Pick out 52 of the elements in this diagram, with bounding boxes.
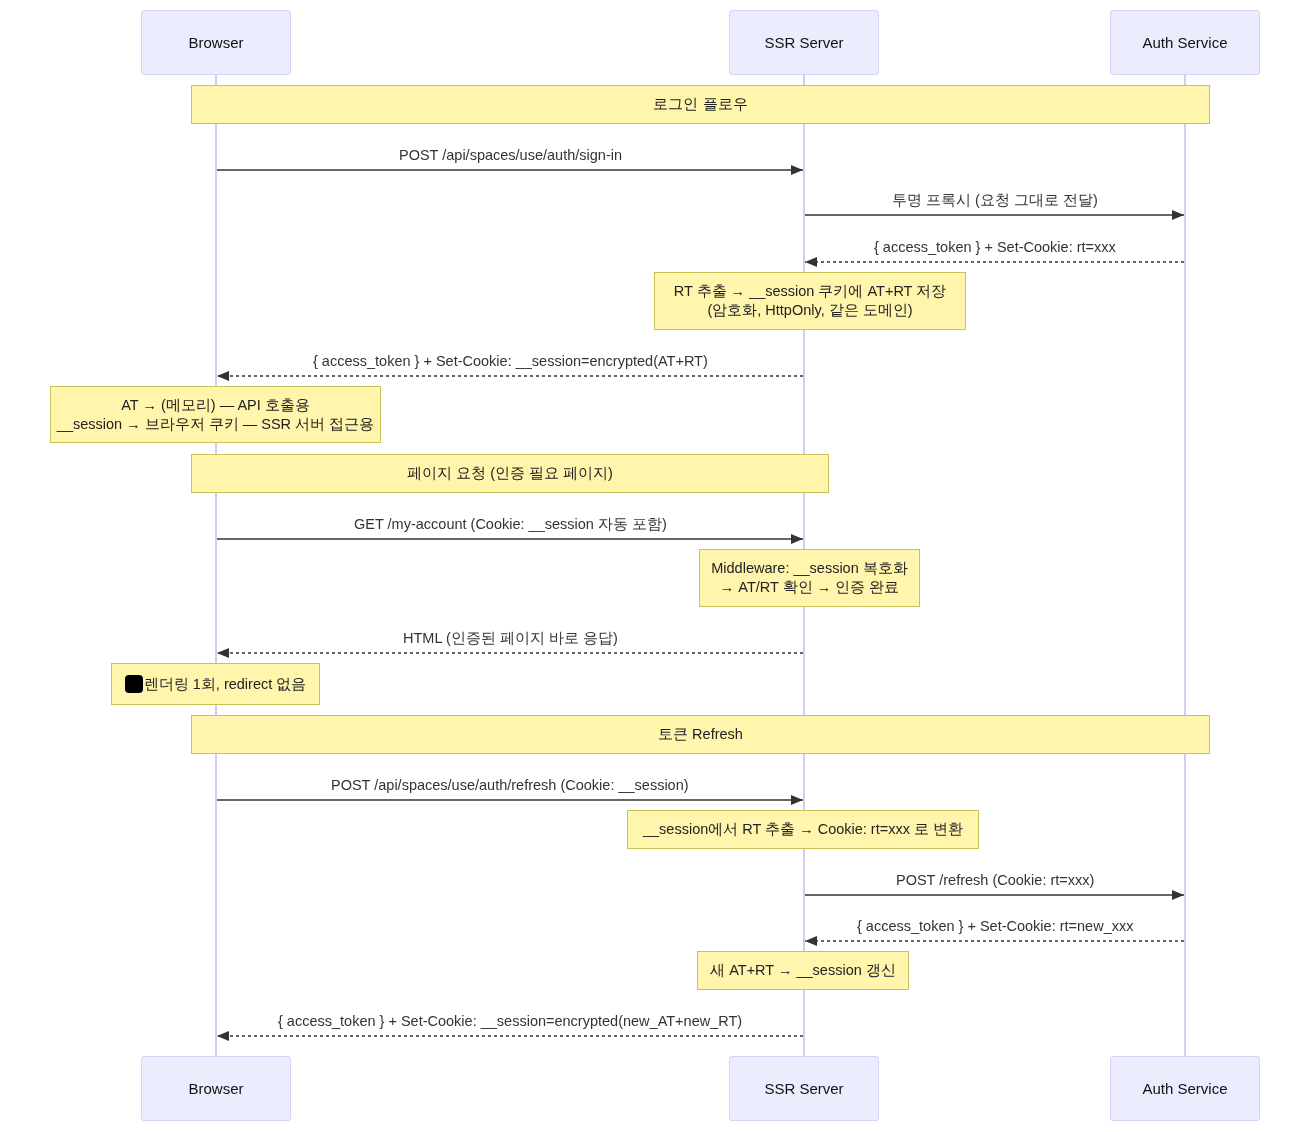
dashed-arrow xyxy=(804,936,1185,946)
note-box xyxy=(111,663,320,705)
note-box xyxy=(191,454,829,493)
dashed-arrow xyxy=(216,648,804,658)
note-text: 새 AT+RT → __session 갱신 xyxy=(710,961,896,980)
note-box xyxy=(654,272,966,330)
message-label: POST /api/spaces/use/auth/refresh (Cookie: __session) xyxy=(329,776,691,794)
note-text: 렌더링 1회, redirect 없음 xyxy=(143,674,307,694)
participant-box xyxy=(1110,1056,1260,1121)
note-box xyxy=(697,951,909,990)
note-text: 로그인 플로우 xyxy=(653,95,748,114)
participant-label: SSR Server xyxy=(764,34,844,51)
note-box xyxy=(627,810,979,849)
participant-label: Auth Service xyxy=(1142,1080,1228,1097)
note-text: Middleware: __session 복호화 → AT/RT 확인 → 인증 완료 xyxy=(710,559,909,597)
note-text: 페이지 요청 (인증 필요 페이지) xyxy=(407,464,613,483)
message-label: POST /refresh (Cookie: rt=xxx) xyxy=(894,871,1097,889)
participant-label: Browser xyxy=(188,34,244,51)
note-box xyxy=(191,715,1210,754)
note-text: AT → (메모리) — API 호출용 xyxy=(121,395,310,415)
message-label: { access_token } + Set-Cookie: rt=new_xxx xyxy=(855,917,1136,935)
participant-box xyxy=(141,1056,291,1121)
dashed-arrow xyxy=(216,1031,804,1041)
participant-label: SSR Server xyxy=(764,1080,844,1097)
note-box xyxy=(699,549,920,607)
note-box xyxy=(50,386,381,443)
arrow xyxy=(216,795,804,805)
note-text: __session에서 RT 추출 → Cookie: rt=xxx 로 변환 xyxy=(642,820,963,839)
message-label: { access_token } + Set-Cookie: __session=encrypted(AT+RT) xyxy=(311,352,710,370)
message-label: { access_token } + Set-Cookie: rt=xxx xyxy=(872,238,1118,256)
arrow xyxy=(216,534,804,544)
arrow xyxy=(804,890,1185,900)
message-label: POST /api/spaces/use/auth/sign-in xyxy=(397,146,624,164)
note-box xyxy=(191,85,1210,124)
note-text: __session → 브라우저 쿠키 — SSR 서버 접근용 xyxy=(56,414,375,434)
dashed-arrow xyxy=(216,371,804,381)
message-label: 투명 프록시 (요청 그대로 전달) xyxy=(890,191,1100,209)
participant-label: Browser xyxy=(188,1080,244,1097)
note-text: 토큰 Refresh xyxy=(658,725,743,744)
participant-box xyxy=(729,1056,879,1121)
arrow xyxy=(804,210,1185,220)
message-label: { access_token } + Set-Cookie: __session=encrypted(new_AT+new_RT) xyxy=(276,1012,745,1030)
message-label: GET /my-account (Cookie: __session 자동 포함) xyxy=(352,515,669,533)
message-label: HTML (인증된 페이지 바로 응답) xyxy=(401,629,620,647)
participant-box xyxy=(141,10,291,75)
note-text: RT 추출 → __session 쿠키에 AT+RT 저장 (암호화, HttpOnly, 같은 도메인) xyxy=(672,282,948,320)
arrow xyxy=(216,165,804,175)
participant-box xyxy=(1110,10,1260,75)
participant-label: Auth Service xyxy=(1142,34,1228,51)
participant-box xyxy=(729,10,879,75)
lifeline xyxy=(1184,75,1186,1056)
dashed-arrow xyxy=(804,257,1185,267)
